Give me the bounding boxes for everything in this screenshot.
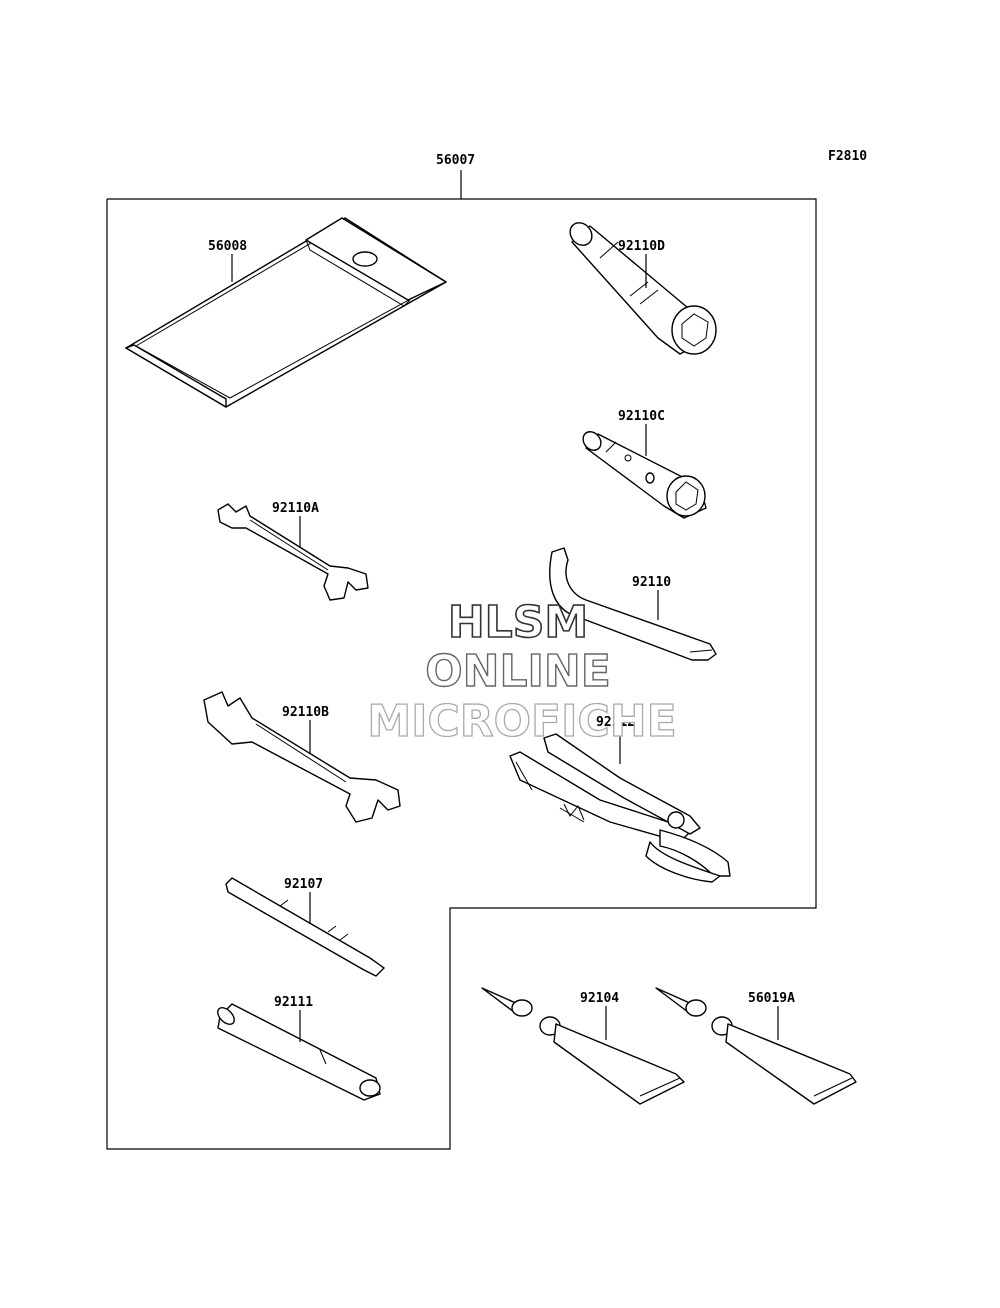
part-label-92112[interactable]: 92112 [596,715,635,730]
grease-tube-1-drawing [481,987,685,1105]
part-label-92110B[interactable]: 92110B [282,705,329,720]
part-label-92110D[interactable]: 92110D [618,239,665,254]
part-label-92107[interactable]: 92107 [284,877,323,892]
watermark: HLSM ONLINE MICROFICHE [367,596,678,747]
part-label-56019A[interactable]: 56019A [748,991,795,1006]
part-label-92111[interactable]: 92111 [274,995,313,1010]
part-label-56008[interactable]: 56008 [208,239,247,254]
part-label-92110C[interactable]: 92110C [618,409,665,424]
watermark-line-1: HLSM [448,597,588,648]
kit-boundary [106,198,817,1150]
tool-bag-drawing [125,217,447,408]
grease-tube-2-drawing [655,987,857,1105]
watermark-line-2: ONLINE [425,646,611,697]
open-wrench-a-drawing [217,503,369,601]
watermark-line-3: MICROFICHE [367,696,676,747]
pliers-drawing [509,733,731,883]
box-wrench-c-drawing [582,431,707,519]
part-label-92110A[interactable]: 92110A [272,501,319,516]
part-label-92104[interactable]: 92104 [580,991,619,1006]
figure-code: F2810 [828,149,867,164]
part-label-92110[interactable]: 92110 [632,575,671,590]
hook-wrench-drawing [549,547,717,661]
screwdriver-drawing [225,877,385,977]
open-wrench-b-drawing [203,691,401,823]
handle-drawing [217,1003,381,1101]
box-wrench-d-drawing [569,222,717,355]
kit-part-number[interactable]: 56007 [436,153,475,168]
